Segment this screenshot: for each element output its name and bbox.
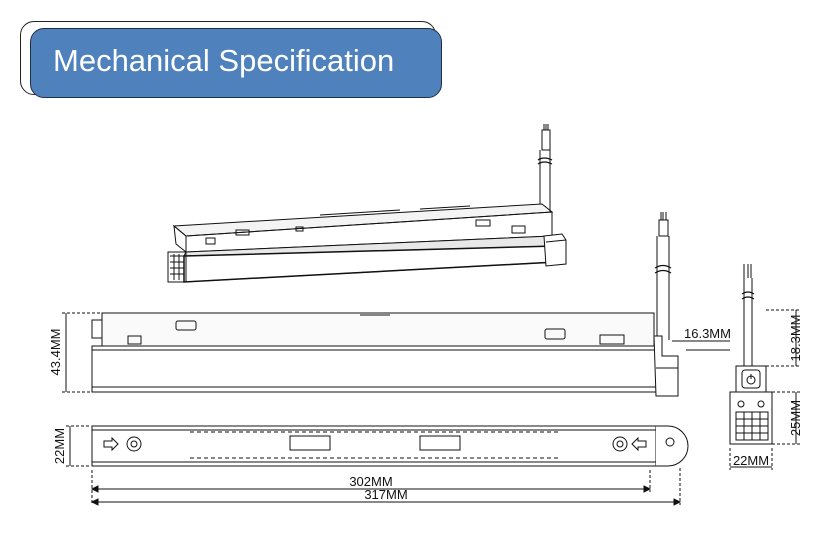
connector-module-view (729, 264, 800, 470)
dim-module-height: 25MM (788, 400, 803, 436)
perspective-view (167, 124, 567, 283)
dim-height-side: 43.4MM (48, 329, 63, 376)
bottom-view (66, 425, 689, 506)
dim-overall-length: 317MM (364, 487, 407, 502)
dim-module-top: 18.3MM (788, 315, 803, 362)
dim-inner-length: 302MM (349, 474, 392, 489)
dim-height-bottom: 22MM (52, 428, 67, 464)
page-title: Mechanical Specification (53, 43, 395, 78)
dim-module-width: 22MM (733, 453, 769, 468)
side-view (62, 212, 679, 397)
title-banner: Mechanical Specification (30, 28, 442, 98)
dim-connector-offset: 16.3MM (684, 326, 731, 341)
